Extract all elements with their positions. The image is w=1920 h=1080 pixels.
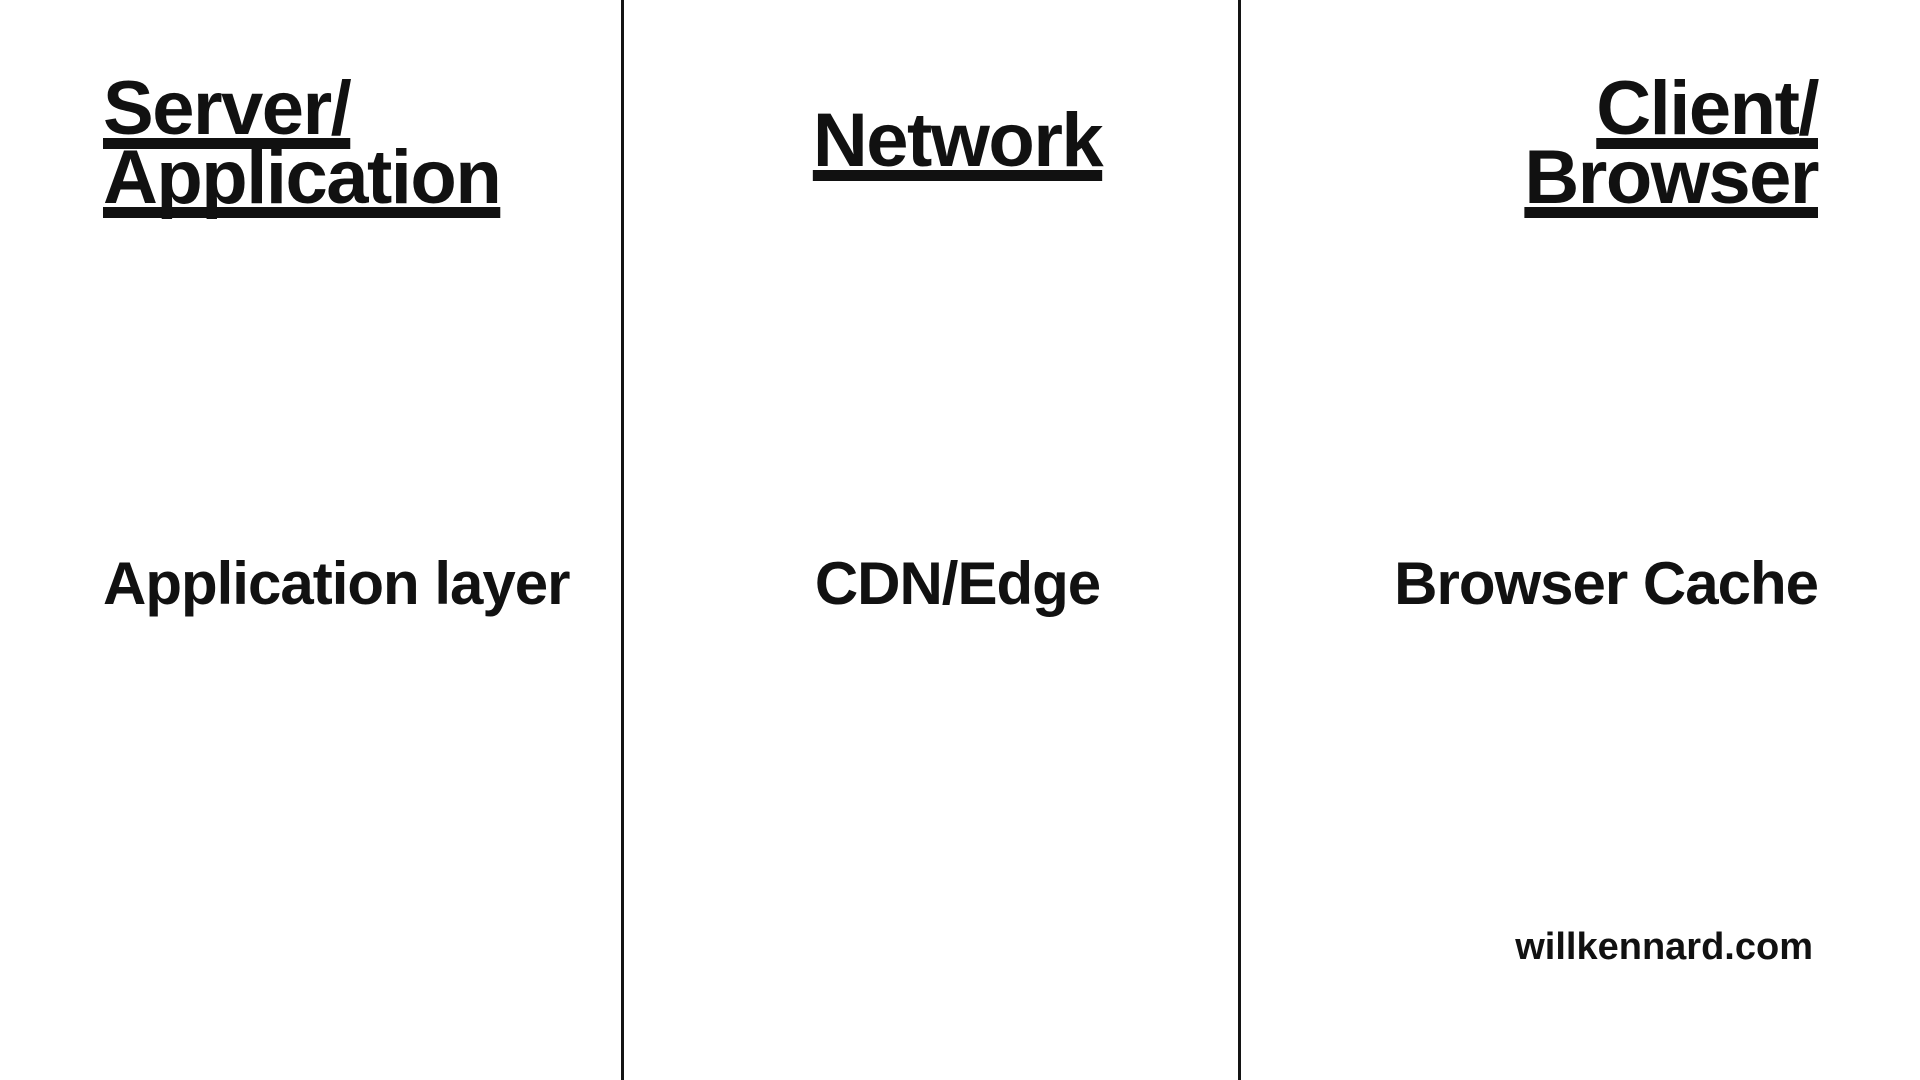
heading-line-browser: Browser [1524, 135, 1819, 220]
heading-line-server: Server/ [103, 66, 352, 151]
column-divider-right [1238, 0, 1241, 1080]
column-heading-network: Network [649, 103, 1266, 179]
label-browser-cache: Browser Cache [1394, 550, 1819, 617]
heading-line-application: Application [103, 135, 502, 220]
footer-website-url: willkennard.com [1515, 926, 1813, 968]
column-divider-left [621, 0, 624, 1080]
column-heading-client-browser: Client/Browser [1524, 71, 1819, 216]
label-cdn-edge: CDN/Edge [814, 550, 1101, 617]
heading-line-network: Network [812, 98, 1104, 183]
label-application-layer: Application layer [103, 550, 570, 617]
column-heading-server-application: Server/Application [103, 71, 502, 216]
heading-line-client: Client/ [1596, 66, 1819, 151]
